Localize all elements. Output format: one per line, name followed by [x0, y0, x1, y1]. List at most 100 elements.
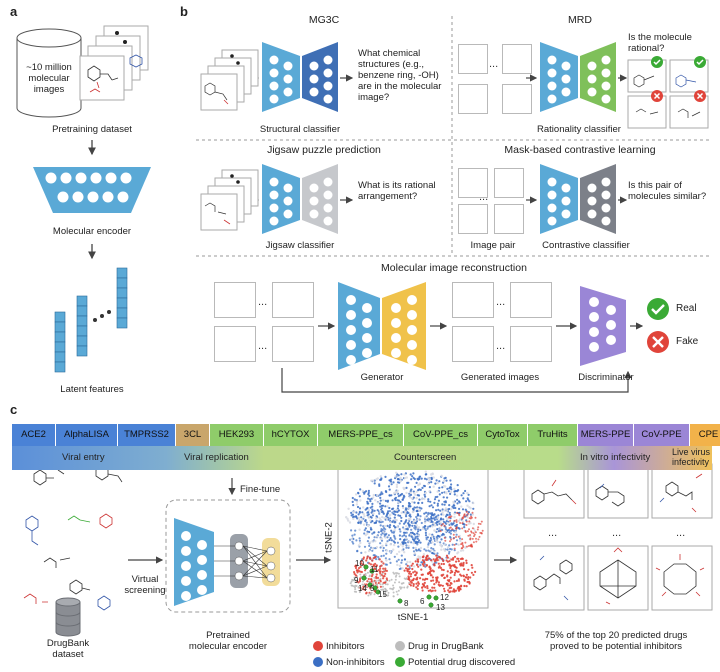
tsne-y-axis-label: tSNE-2 — [323, 522, 335, 553]
legend-inhibitor-dot — [313, 641, 323, 651]
legend-potential-dot — [395, 657, 405, 667]
assay-alphalisa: AlphaLISA — [56, 424, 118, 446]
generator-encoder-icon — [338, 282, 380, 370]
jigsaw-encoder-icon — [262, 164, 300, 234]
rationality-classifier-label: Rationality classifier — [537, 124, 621, 135]
assay-hek293: HEK293 — [210, 424, 264, 446]
panel-label-c: c — [10, 402, 18, 417]
contrastive-encoder-icon — [540, 164, 578, 234]
jigsaw-question: What is its rational arrangement? — [358, 180, 436, 202]
generator-decoder-icon — [382, 282, 426, 370]
recon-input-ellipsis: ... — [258, 296, 268, 308]
jigsaw-classifier-icon — [302, 164, 338, 234]
category-live-virus: Live virus infectivity — [672, 447, 716, 467]
pretrained-line-2: molecular encoder — [188, 641, 268, 652]
assay-cpe: CPE — [690, 424, 720, 446]
assay-mers-ppe: MERS-PPE — [578, 424, 634, 446]
image-pair-image — [458, 204, 488, 234]
virtual-screening-line-1: Virtual — [131, 574, 159, 585]
dataset-line-3: images — [33, 84, 65, 95]
dataset-size-label: ~10 million molecular images — [18, 62, 80, 95]
point-label: 11 — [370, 565, 379, 574]
database-cylinder-icon — [16, 28, 82, 118]
rationality-classifier-icon — [580, 42, 616, 112]
category-in-vitro: In vitro infectivity — [580, 452, 651, 463]
recon-input-image — [214, 282, 256, 318]
latent-features-icon — [54, 267, 128, 373]
mrd-question: Is the molecule rational? — [628, 32, 692, 54]
jigsaw-title: Jigsaw puzzle prediction — [267, 144, 381, 156]
point-label: 13 — [436, 603, 445, 612]
real-check-icon — [647, 298, 669, 320]
jigsaw-classifier-label: Jigsaw classifier — [265, 240, 335, 251]
latent-features-label: Latent features — [60, 384, 124, 395]
point-label: 15 — [378, 590, 387, 599]
mg3c-encoder-icon — [262, 42, 300, 112]
predicted-drug-grid — [523, 463, 713, 611]
panel-label-a: a — [10, 4, 18, 19]
tsne-x-axis-label: tSNE-1 — [397, 612, 429, 623]
assay-cov-ppe-cs: CoV-PPE_cs — [404, 424, 478, 446]
assay-cytotox: CytoTox — [478, 424, 528, 446]
assay-ace2: ACE2 — [12, 424, 56, 446]
contrastive-question: Is this pair of molecules similar? — [628, 180, 707, 202]
generated-image — [452, 282, 494, 318]
legend-potential-drug: Potential drug discovered — [408, 657, 516, 668]
assay-hcytox: hCYTOX — [264, 424, 318, 446]
molecular-encoder-label: Molecular encoder — [52, 226, 132, 237]
result-ellipsis: ... — [676, 527, 686, 539]
contrastive-classifier-icon — [580, 164, 616, 234]
category-counterscreen: Counterscreen — [394, 452, 457, 463]
image-pair-image — [494, 204, 524, 234]
legend-non-inhibitors: Non-inhibitors — [326, 657, 385, 668]
contrastive-classifier-label: Contrastive classifier — [542, 240, 630, 251]
fake-label: Fake — [676, 336, 699, 347]
finetune-head-icon — [214, 534, 280, 588]
generated-images-label: Generated images — [460, 372, 540, 383]
generated-image — [510, 282, 552, 318]
category-viral-replication: Viral replication — [184, 452, 249, 463]
mrd-input-image — [458, 44, 488, 74]
mg3c-question: What chemical structures (e.g., benzene … — [358, 48, 442, 103]
assay-truhits: TruHits — [528, 424, 578, 446]
finetune-label: Fine-tune — [240, 484, 281, 495]
point-label: 14 — [358, 584, 367, 593]
category-viral-entry: Viral entry — [62, 452, 105, 463]
image-pair-label: Image pair — [470, 240, 516, 251]
drugbank-molecules — [23, 465, 123, 611]
real-label: Real — [676, 303, 697, 314]
recon-input-ellipsis: ... — [258, 340, 268, 352]
generated-image — [452, 326, 494, 362]
assay-3cl: 3CL — [176, 424, 210, 446]
generator-label: Generator — [360, 372, 404, 383]
recon-input-image — [272, 326, 314, 362]
mrd-title: MRD — [568, 14, 592, 26]
discriminator-label: Discriminator — [578, 372, 634, 383]
generated-ellipsis: ... — [496, 340, 506, 352]
mrd-encoder-icon — [540, 42, 578, 112]
live-virus-line-1: Live virus — [672, 447, 711, 457]
assay-cov-ppe: CoV-PPE — [634, 424, 690, 446]
mg3c-title: MG3C — [308, 14, 340, 26]
tsne-highlight-points — [361, 564, 439, 608]
legend-drug-in-drugbank: Drug in DrugBank — [408, 641, 484, 652]
pretrained-encoder-label: Pretrained molecular encoder — [168, 630, 288, 652]
pretraining-dataset-label: Pretraining dataset — [52, 124, 132, 135]
mg3c-image-stack — [200, 49, 259, 111]
structural-classifier-label: Structural classifier — [259, 124, 341, 135]
drugbank-line-1: DrugBank — [46, 638, 90, 649]
assay-category-bar — [12, 446, 712, 470]
mrd-input-image — [502, 44, 532, 74]
point-label: 6 — [420, 597, 425, 606]
recon-input-image — [272, 282, 314, 318]
mrd-ellipsis: ... — [489, 58, 499, 70]
drugbank-line-2: dataset — [52, 649, 84, 660]
jigsaw-image-stack — [200, 169, 259, 231]
discriminator-icon — [580, 286, 626, 366]
mrd-result-grid — [627, 56, 709, 129]
mrd-input-image — [502, 84, 532, 114]
recon-input-image — [214, 326, 256, 362]
generated-ellipsis: ... — [496, 296, 506, 308]
virtual-screening-line-2: screening — [124, 585, 166, 596]
virtual-screening-label: Virtual screening — [114, 574, 176, 596]
